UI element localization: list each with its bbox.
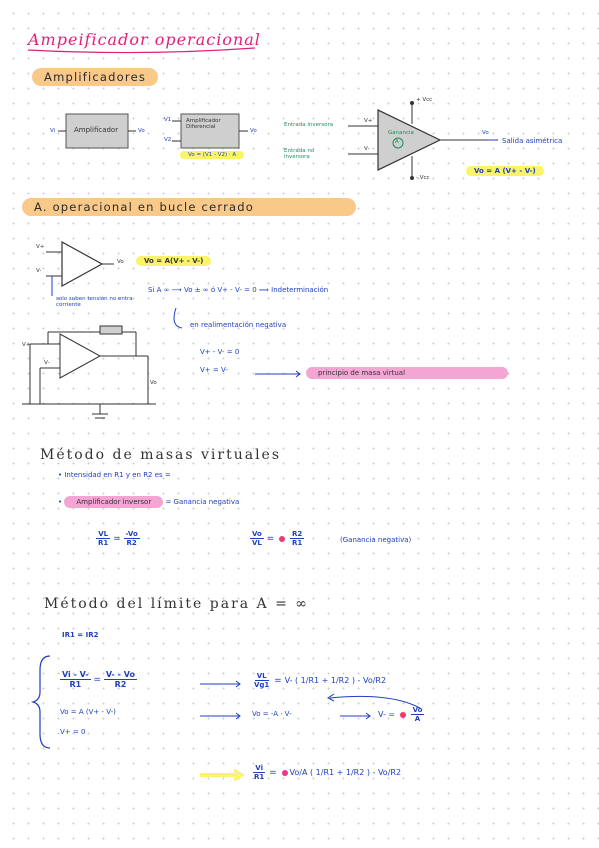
opamp-supply-pos: + Vcc — [416, 97, 433, 103]
section-bucle-cerrado: A. operacional en bucle cerrado — [22, 198, 356, 216]
s2-vo: Vo — [117, 259, 124, 265]
opamp-out: Vo — [482, 130, 489, 136]
box2-in1: V1 — [164, 117, 172, 123]
box2-label: Amplificador Diferencial — [186, 118, 221, 130]
s2-principle: principio de masa virtual — [306, 367, 508, 379]
opamp-noninverting-label: Entrada no inversora — [284, 148, 315, 160]
s2-eq1: V+ - V- = 0 — [200, 348, 240, 356]
page-title: Ampeificador operacional — [28, 30, 261, 49]
opamp-small — [61, 240, 104, 288]
s2-note: solo suben tensión no entra corriente — [56, 296, 133, 308]
s4-eq2: Vo = A (V+ - V-) — [60, 708, 116, 716]
s3-bullet1: • Intensidad en R1 y en R2 es = — [58, 471, 171, 479]
s2-feedback: en realimentación negativa — [190, 321, 287, 329]
s2-vminus: V- — [36, 268, 42, 274]
opamp-triangle — [377, 109, 442, 171]
circuit-vo: Vo — [150, 380, 157, 386]
s2-condition: Si A ∞ ⟶ Vo ± ∞ ó V+ - V- = 0 ⟹ Indeterm… — [148, 286, 329, 294]
opamp-formula: Vo = A (V+ - V-) — [466, 166, 544, 176]
circuit-vplus: V+ — [22, 342, 31, 348]
s4-current-eq: IR1 = IR2 — [62, 631, 99, 639]
box2-in2: V2 — [164, 137, 172, 143]
s3-note: (Ganancia negativa) — [340, 536, 412, 544]
opamp-gain: A — [395, 139, 399, 145]
box1-in: Vi — [50, 128, 56, 134]
opamp-gain-label: Ganancia — [388, 130, 414, 136]
box1-label: Amplificador — [74, 126, 119, 134]
opamp-inverting-label: Entrada inversora — [284, 122, 334, 128]
opamp-vminus: V- — [364, 146, 370, 152]
s2-vplus: V+ — [36, 244, 45, 250]
opamp-supply-neg: - Vcc — [416, 175, 430, 181]
section-masas-virtuales: Método de masas virtuales — [40, 447, 282, 463]
s2-eq2: V+ = V- — [200, 366, 228, 374]
inverting-circuit — [22, 325, 156, 419]
s3-bullet2: • Amplificador inversor = Ganancia negat… — [58, 496, 240, 508]
s4-eq3: V+ = 0 — [60, 728, 86, 736]
box2-out: Vo — [250, 128, 257, 134]
s4-eq2-mid: Vo = -A · V- — [252, 710, 292, 718]
opamp-out-label: Salida asimétrica — [502, 137, 563, 145]
box2-formula: Vo = (V1 - V2) · A — [180, 151, 245, 159]
section-amplificadores: Amplificadores — [32, 68, 159, 86]
circuit-vminus: V- — [44, 360, 50, 366]
s2-formula: Vo = A(V+ - V-) — [136, 256, 212, 266]
differential-amplifier-box — [180, 113, 240, 149]
opamp-vplus: V+ — [364, 118, 373, 124]
section-limite: Método del límite para A = ∞ — [44, 596, 309, 612]
box1-out: Vo — [138, 128, 145, 134]
